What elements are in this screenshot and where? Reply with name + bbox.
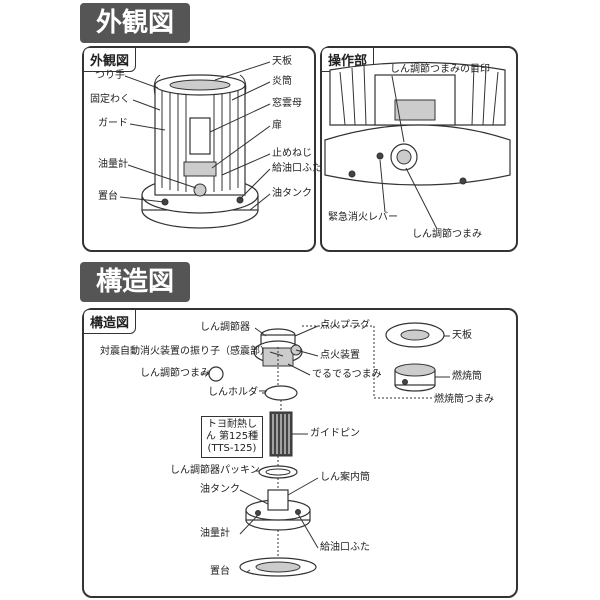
label-adjuster-packing: しん調節器パッキン [170,465,260,476]
label-fuel-cap: 給油口ふた [272,163,322,174]
label-wick-guide: しん案内筒 [320,472,370,483]
label-igniter: 点火装置 [320,350,360,361]
heater-structure-drawing [208,322,445,577]
label-ignition-plug: 点火プラグ [320,320,370,331]
label-wick-knob-struct: しん調節つまみ [140,368,210,379]
label-mica-window: 窓雲母 [272,98,302,109]
label-fixing-frame: 固定わく [90,94,130,105]
label-handle: つり手 [95,70,125,81]
label-wick-name: トヨ耐熱しん 第125種 (TTS-125) [201,416,263,458]
label-wick-adjuster: しん調節器 [200,322,250,333]
label-base-struct: 置台 [210,566,230,577]
label-fuel-tank: 油タンク [272,188,312,199]
label-dederu-knob: でるでるつまみ [312,369,382,380]
label-guard: ガード [98,118,128,129]
label-stop-screw: 止めねじ [272,148,312,159]
section-title-structure: 構造図 [80,262,191,302]
section-title-exterior: 外観図 [80,3,191,43]
label-door: 扉 [272,120,282,131]
label-burner: 燃焼筒 [452,371,482,382]
label-wick-knob: しん調節つまみ [412,229,482,240]
label-wick-knob-mark: しん調節つまみの目印 [390,64,490,75]
label-guide-pin: ガイドピン [310,428,360,439]
label-fuel-tank-struct: 油タンク [200,484,240,495]
label-base: 置台 [98,191,118,202]
exterior-tag: 外観図 [83,47,137,72]
heater-exterior-drawing [141,74,259,229]
label-quake-pendulum: 対震自動消火装置の振り子（感震部） [100,346,270,357]
label-burner-knob: 燃焼筒つまみ [434,394,494,405]
label-wick-holder: しんホルダー [208,387,268,398]
label-fuel-cap-struct: 給油口ふた [320,542,370,553]
label-chimney: 炎筒 [272,76,292,87]
heater-controls-drawing [324,61,511,186]
structure-tag: 構造図 [83,309,137,334]
label-emergency-lever: 緊急消火レバー [328,212,398,223]
label-top-plate-struct: 天板 [452,330,472,341]
label-fuel-gauge-struct: 油量計 [200,528,230,539]
label-fuel-gauge: 油量計 [98,159,128,170]
label-top-plate: 天板 [272,56,292,67]
